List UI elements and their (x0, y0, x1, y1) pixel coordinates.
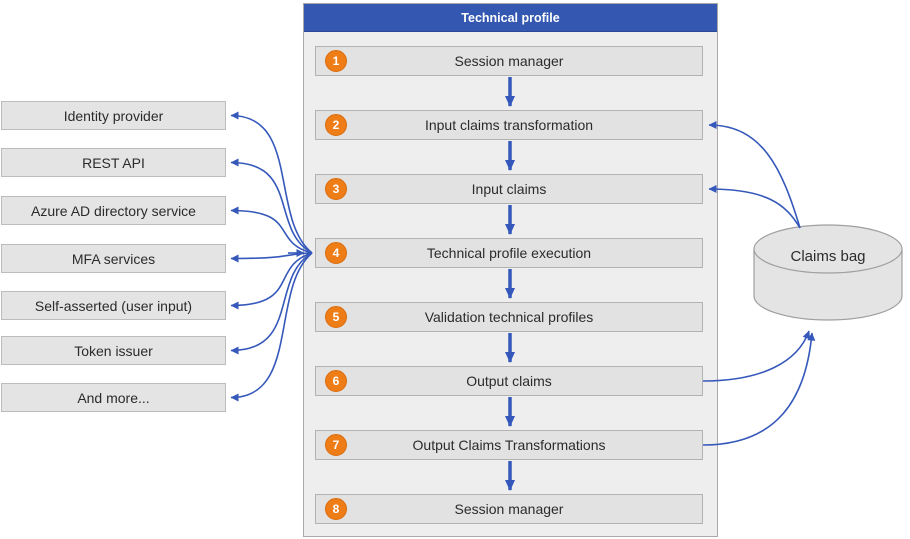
fan-arrow-and-more (230, 252, 313, 402)
fan-arrow-rest-api (230, 158, 313, 254)
provider-label: MFA services (71, 250, 156, 267)
claims-bag-label: Claims bag (790, 248, 866, 265)
step-box-output-claims-transformations: 7 Output Claims Transformations (315, 430, 703, 460)
step-label: Session manager (454, 501, 564, 517)
fan-arrow-mfa-services (230, 252, 313, 263)
provider-label: Azure AD directory service (31, 202, 196, 219)
panel-header: Technical profile (304, 4, 717, 32)
fan-arrow-token-issuer (230, 252, 313, 355)
step-box-input-claims: 3 Input claims (315, 174, 703, 204)
provider-label: And more... (77, 389, 150, 406)
step-label: Input claims (471, 181, 547, 197)
provider-label: Token issuer (74, 342, 153, 359)
provider-box-and-more: And more... (1, 383, 226, 412)
step-label: Input claims transformation (424, 117, 594, 133)
provider-box-mfa-services: MFA services (1, 244, 226, 273)
fan-arrow-identity-provider (230, 111, 313, 254)
output-claims-transformations-arrow-to-bag (702, 332, 816, 446)
step-number-badge: 2 (325, 114, 347, 136)
step-box-session-manager-end: 8 Session manager (315, 494, 703, 524)
step-box-validation-technical-profiles: 5 Validation technical profiles (315, 302, 703, 332)
step-box-session-manager-start: 1 Session manager (315, 46, 703, 76)
step-label: Validation technical profiles (424, 309, 594, 325)
step-number-badge: 6 (325, 370, 347, 392)
step-label: Technical profile execution (426, 245, 592, 261)
provider-label: Self-asserted (user input) (34, 297, 193, 314)
step-number-badge: 5 (325, 306, 347, 328)
step-label: Output Claims Transformations (412, 437, 606, 453)
step-label: Session manager (454, 53, 564, 69)
bag-arrow-to-input-claims (708, 185, 801, 229)
claims-bag-cylinder (753, 224, 903, 321)
provider-box-azure-ad-directory-service: Azure AD directory service (1, 196, 226, 225)
step-box-output-claims: 6 Output claims (315, 366, 703, 396)
step-label: Output claims (466, 373, 552, 389)
provider-box-token-issuer: Token issuer (1, 336, 226, 365)
fan-arrow-self-asserted (230, 252, 313, 310)
step-number-badge: 7 (325, 434, 347, 456)
step-number-badge: 3 (325, 178, 347, 200)
fan-arrow-azure-ad (230, 206, 313, 254)
provider-box-identity-provider: Identity provider (1, 101, 226, 130)
step-number-badge: 1 (325, 50, 347, 72)
step-number-badge: 8 (325, 498, 347, 520)
provider-box-self-asserted: Self-asserted (user input) (1, 291, 226, 320)
provider-label: REST API (82, 154, 145, 171)
output-claims-arrow-to-bag (702, 330, 811, 382)
panel-title: Technical profile (461, 10, 560, 25)
step-number-badge: 4 (325, 242, 347, 264)
provider-box-rest-api: REST API (1, 148, 226, 177)
bag-arrow-to-input-claims-transformation (708, 121, 801, 229)
provider-label: Identity provider (63, 107, 164, 124)
step-box-input-claims-transformation: 2 Input claims transformation (315, 110, 703, 140)
step-box-technical-profile-execution: 4 Technical profile execution (315, 238, 703, 268)
